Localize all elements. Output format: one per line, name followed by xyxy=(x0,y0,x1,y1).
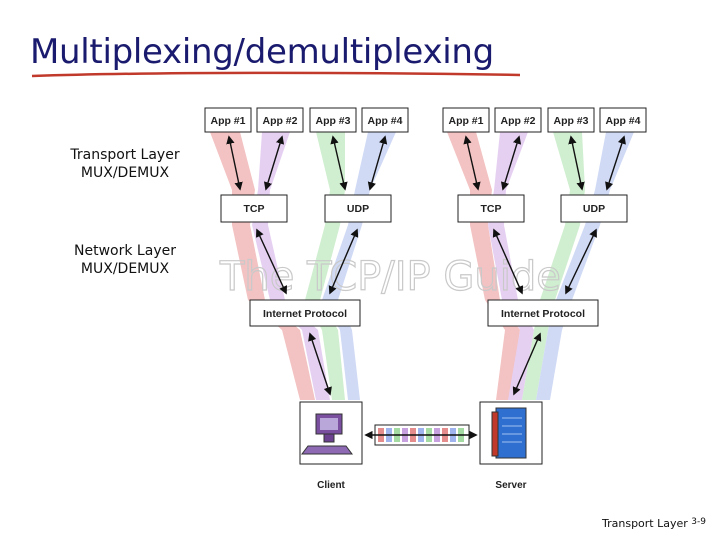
left-udp-box xyxy=(324,194,392,223)
right-tcp-label: TCP xyxy=(481,203,502,215)
left-tcp-label: TCP xyxy=(244,203,265,215)
server-label: Server xyxy=(495,480,526,491)
left-tcp-box xyxy=(220,194,288,223)
right-app-2-box xyxy=(494,107,542,133)
left-transport-arrows xyxy=(226,135,388,191)
right-network-arrows xyxy=(492,228,597,295)
right-app-2-label: App #2 xyxy=(500,115,535,127)
right-udp-box xyxy=(560,194,628,223)
transport-layer-label-line1: Transport Layer xyxy=(70,147,180,163)
client-label: Client xyxy=(317,480,345,491)
right-app-4-label: App #4 xyxy=(605,115,640,127)
right-app-3-box xyxy=(547,107,595,133)
right-transport-arrows xyxy=(463,135,626,191)
footer: Transport Layer 3-9 xyxy=(602,517,706,530)
left-app-3-label: App #3 xyxy=(315,115,350,127)
right-tcp-box xyxy=(457,194,525,223)
right-app-1-box xyxy=(442,107,490,133)
left-app-3-box xyxy=(309,107,357,133)
left-app-1-box xyxy=(204,107,252,133)
left-ip-box xyxy=(249,299,361,327)
right-app-boxes: App #1 App #2 App #3 App #4 xyxy=(442,107,647,133)
server-icon xyxy=(491,407,527,459)
right-host-arrow xyxy=(512,332,542,396)
right-ip-box xyxy=(487,299,599,327)
left-host-arrow xyxy=(308,332,332,396)
network-layer-label: Network Layer MUX/DEMUX xyxy=(55,242,195,278)
right-udp-label: UDP xyxy=(583,203,605,215)
network-layer-label-line1: Network Layer xyxy=(74,243,176,259)
left-app-boxes: App #1 App #2 App #3 App #4 xyxy=(204,107,409,133)
left-app-4-box xyxy=(361,107,409,133)
left-ip-label: Internet Protocol xyxy=(263,308,347,320)
right-app-4-box xyxy=(599,107,647,133)
left-app-2-label: App #2 xyxy=(262,115,297,127)
page-number: 3-9 xyxy=(691,517,706,527)
right-ip-label: Internet Protocol xyxy=(501,308,585,320)
right-app-1-label: App #1 xyxy=(448,115,483,127)
client-computer-icon xyxy=(301,413,353,455)
network-layer-label-line2: MUX/DEMUX xyxy=(80,261,170,277)
right-app-3-label: App #3 xyxy=(553,115,588,127)
network-link xyxy=(364,424,478,446)
left-udp-label: UDP xyxy=(347,203,369,215)
transport-layer-label-line2: MUX/DEMUX xyxy=(80,165,170,181)
left-network-arrows xyxy=(255,228,359,295)
left-app-1-label: App #1 xyxy=(210,115,245,127)
title-underline xyxy=(31,71,521,78)
left-app-2-box xyxy=(256,107,304,133)
watermark: The TCP/IP Guide xyxy=(219,254,561,300)
left-app-4-label: App #4 xyxy=(367,115,402,127)
footer-text: Transport Layer xyxy=(602,517,688,530)
transport-layer-label: Transport Layer MUX/DEMUX xyxy=(55,146,195,182)
slide-title: Multiplexing/demultiplexing xyxy=(30,32,494,72)
